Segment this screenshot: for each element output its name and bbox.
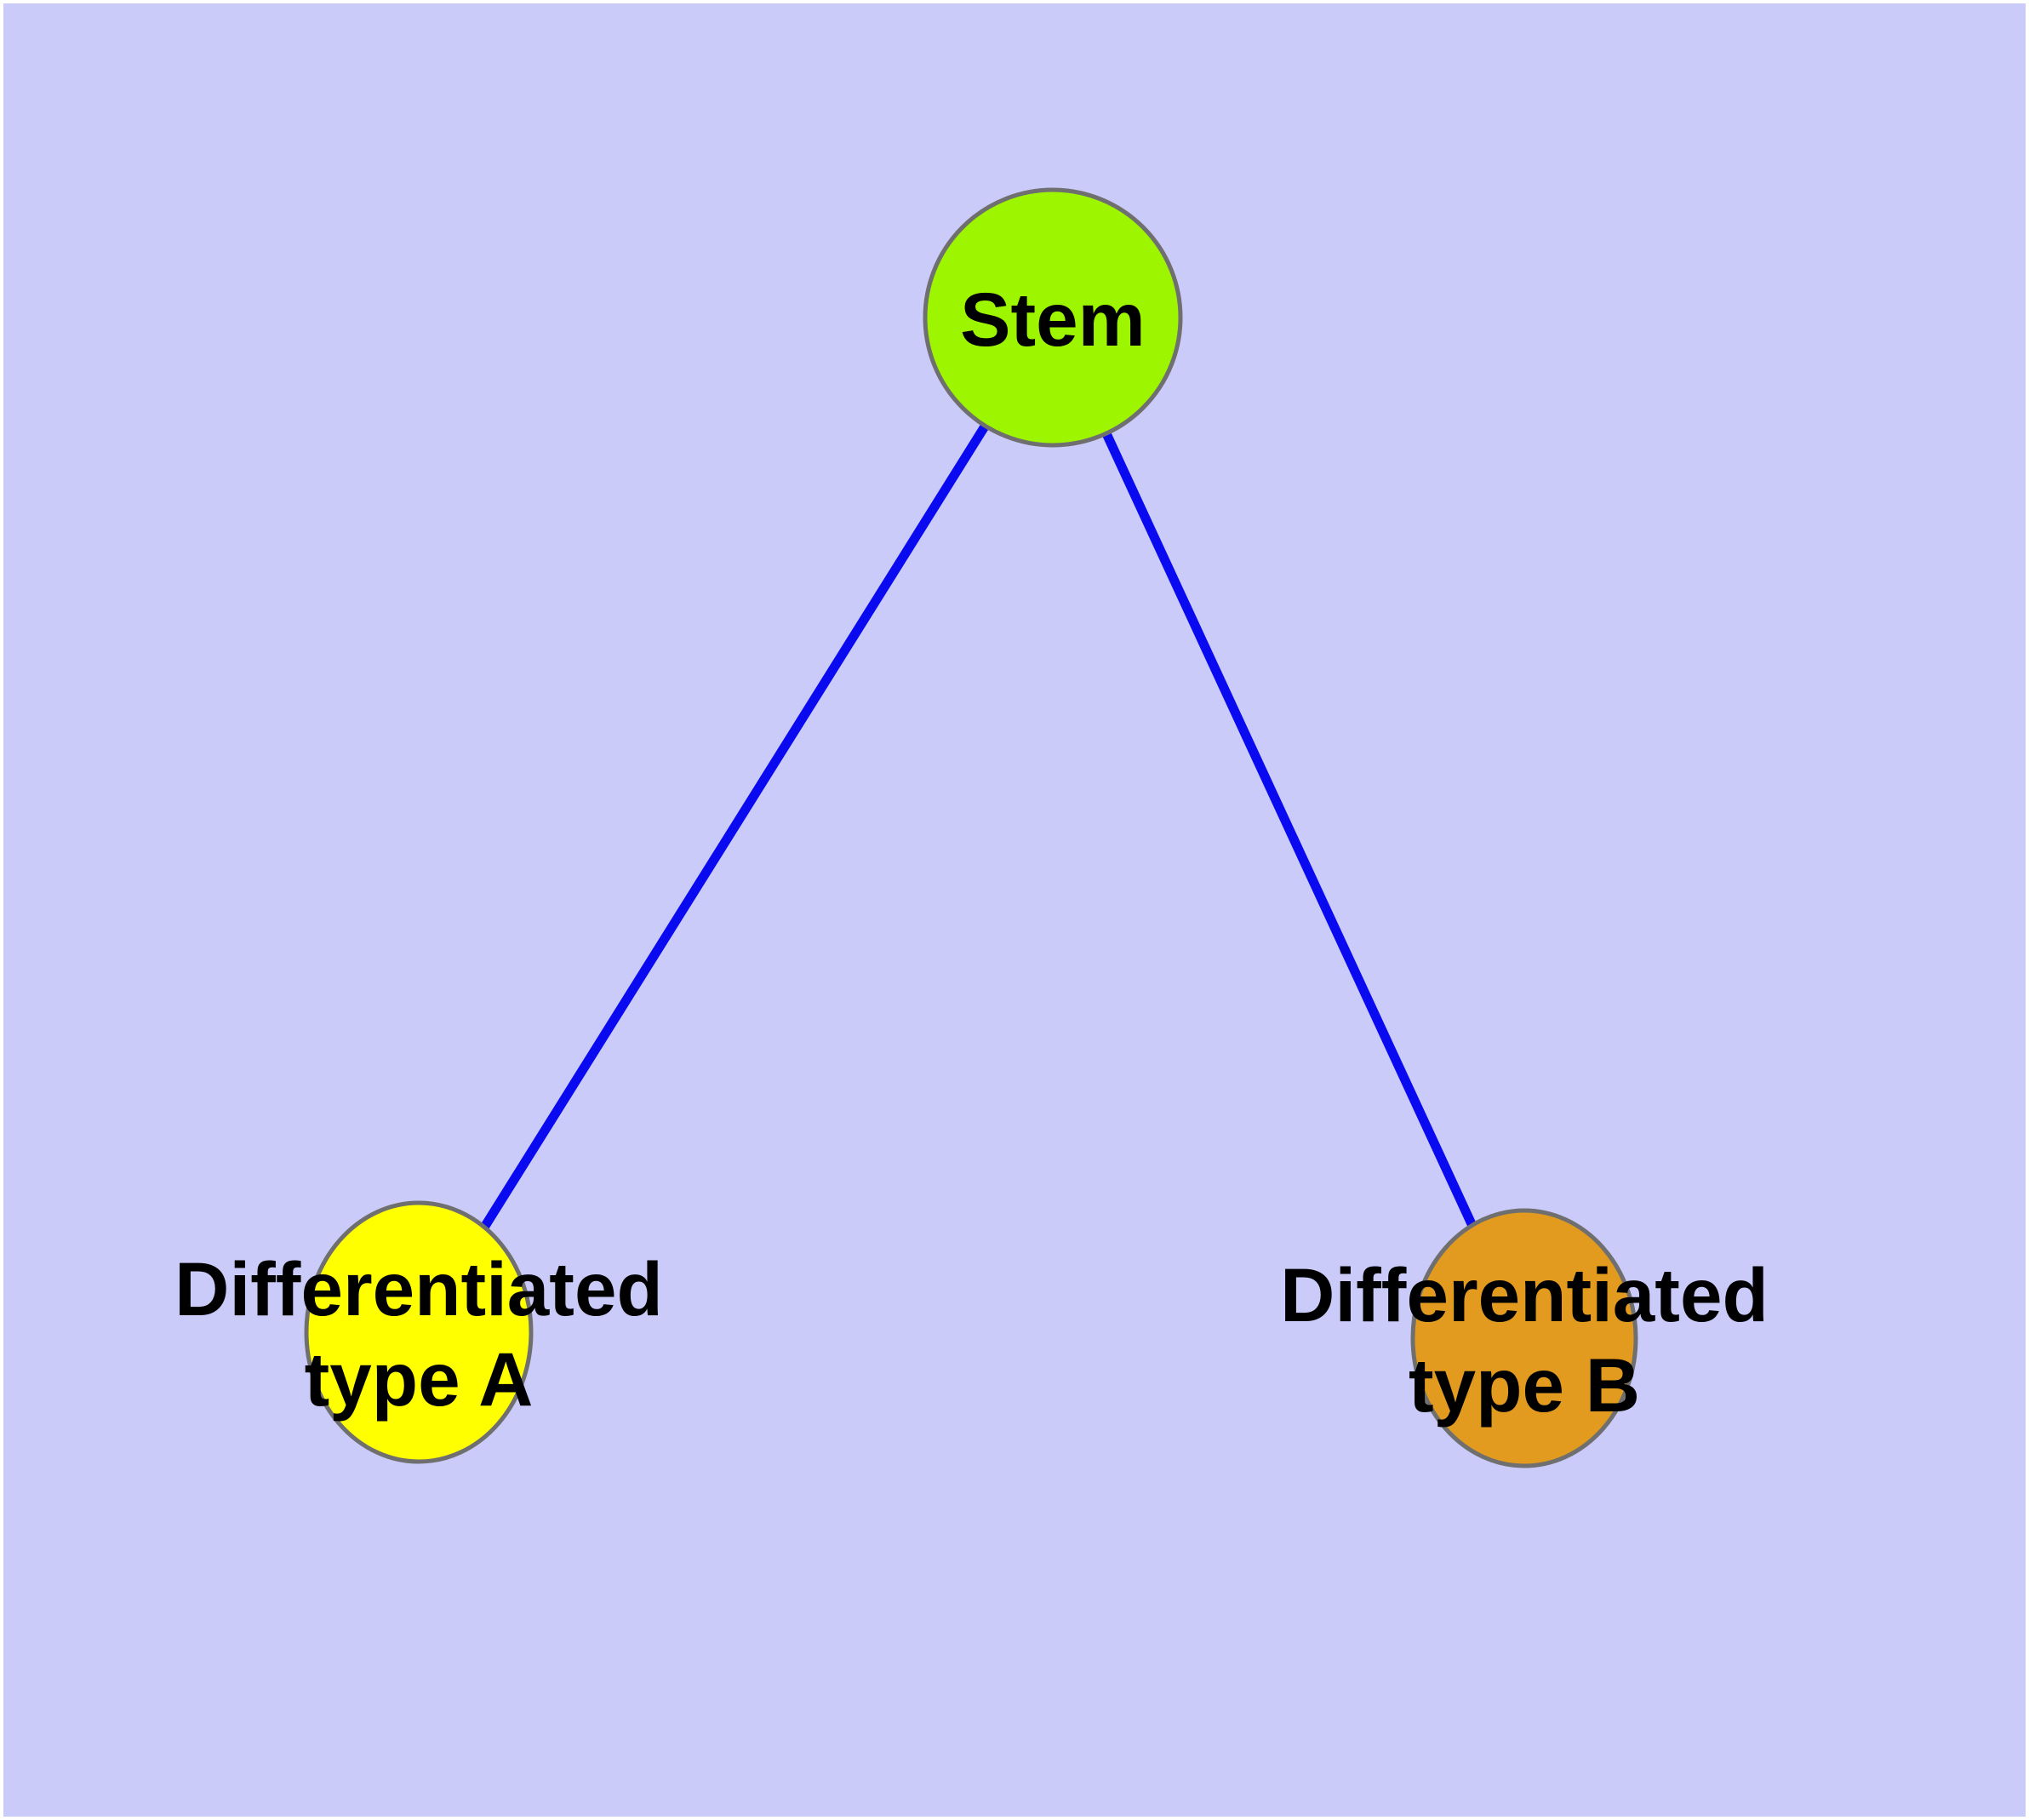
edge-stem-to-type-b — [1049, 315, 1529, 1341]
node-type-a-label-line1: Differentiated — [174, 1246, 663, 1331]
node-type-b-label-line1: Differentiated — [1280, 1252, 1769, 1337]
node-type-b — [1410, 1208, 1638, 1468]
node-type-b-label-line2: type B — [1409, 1342, 1640, 1428]
edge-stem-to-type-a — [414, 315, 1057, 1335]
node-stem — [923, 187, 1183, 448]
node-type-a — [304, 1200, 534, 1464]
node-stem-label: Stem — [960, 277, 1146, 362]
node-type-a-label-line2: type A — [305, 1336, 534, 1422]
